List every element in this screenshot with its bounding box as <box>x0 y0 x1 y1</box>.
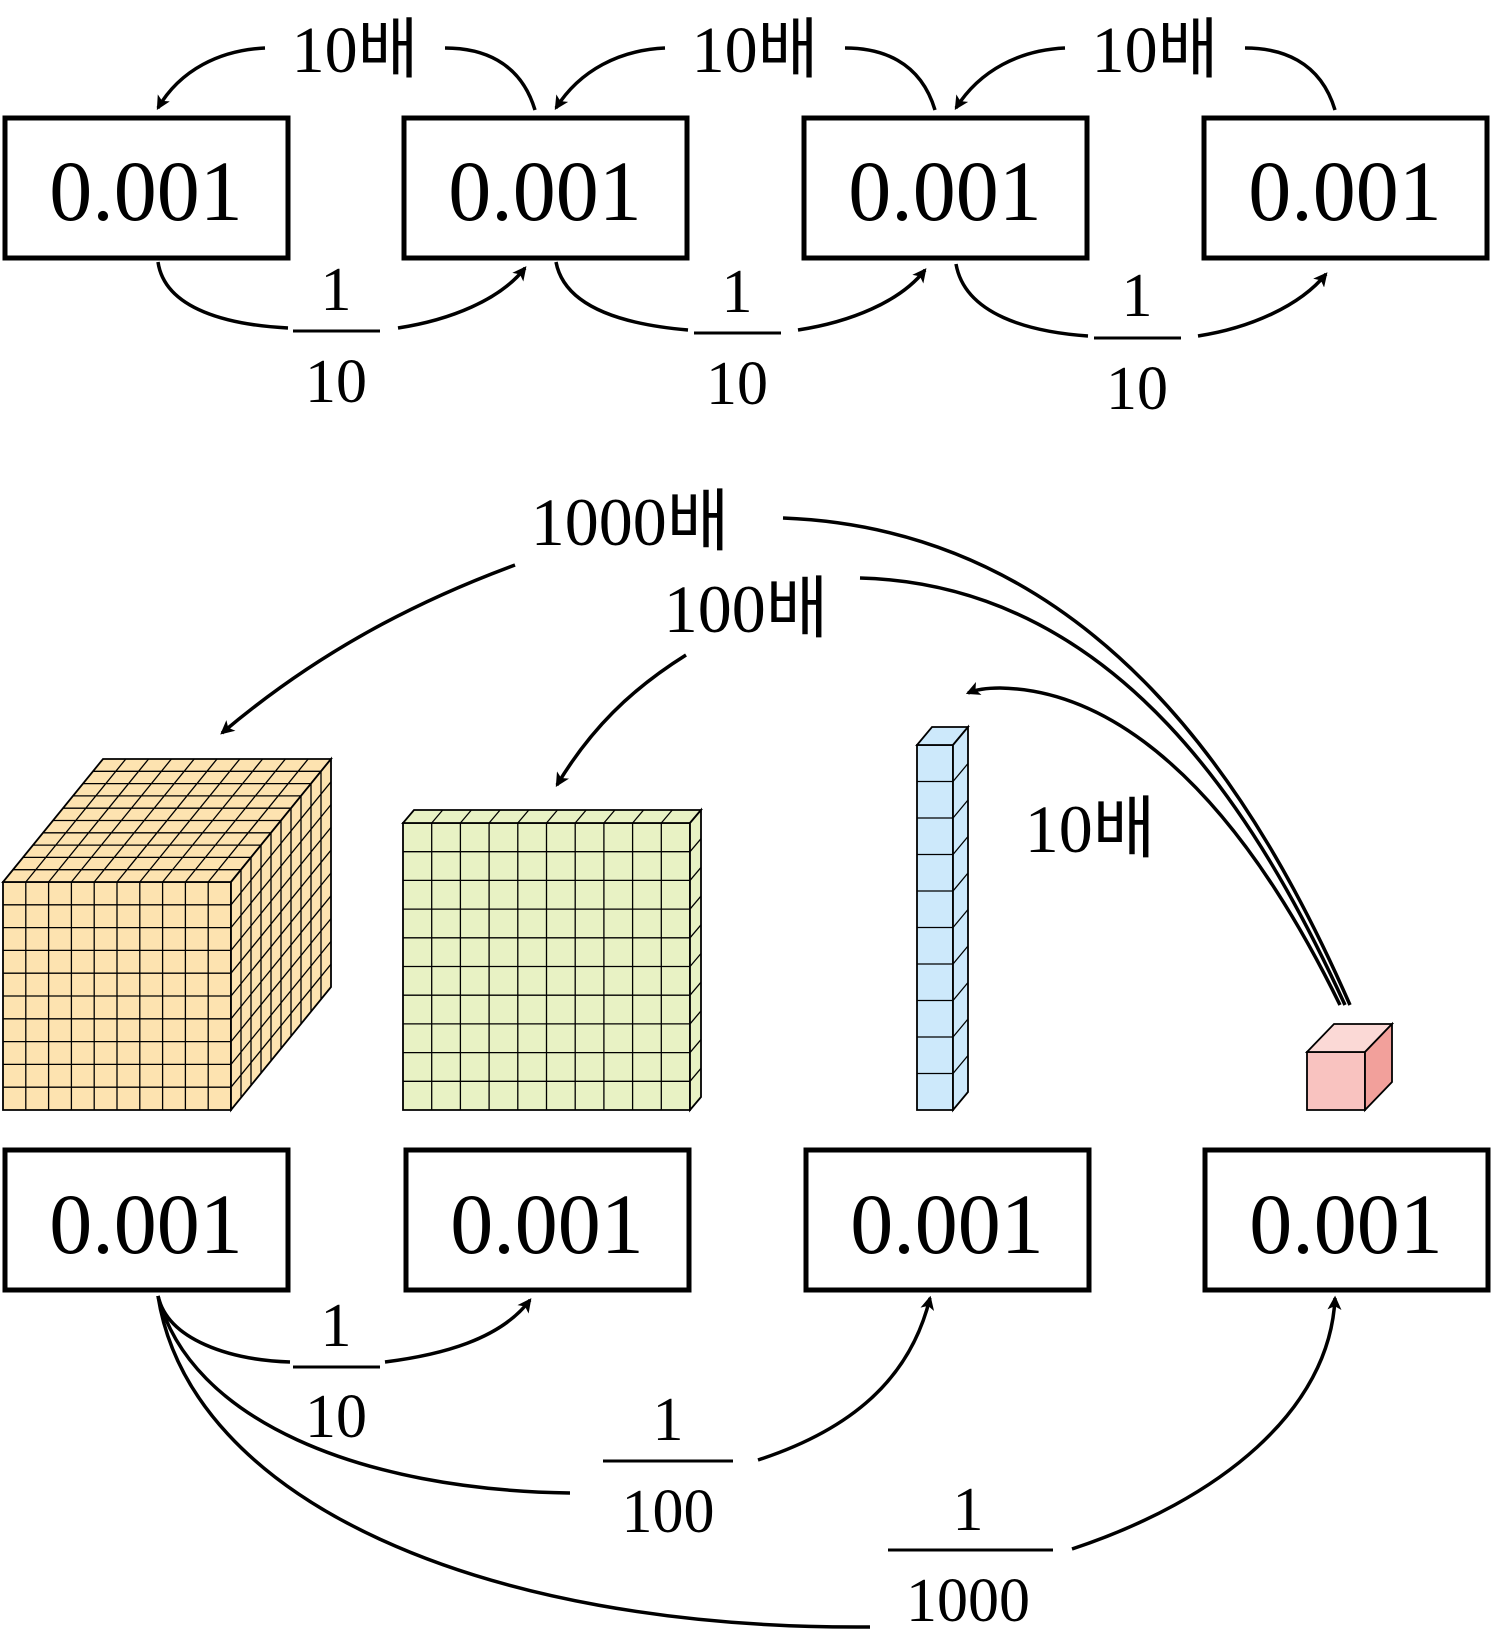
svg-text:1: 1 <box>1122 262 1153 330</box>
top-box-1: 0.001 <box>2 115 291 261</box>
bottom-box-1: 0.001 <box>2 1147 291 1293</box>
svg-text:1: 1 <box>321 1292 352 1360</box>
svg-text:1000: 1000 <box>906 1567 1030 1635</box>
bottom-box-4: 0.001 <box>1202 1147 1491 1293</box>
bottom-thousandth-label: 1 1000 <box>888 1476 1053 1635</box>
bottom-hundredth-arrow <box>156 1296 930 1495</box>
svg-text:1: 1 <box>321 256 352 324</box>
top-fraction-label-2: 1 10 <box>694 258 781 418</box>
bottom-box-3-value: 0.001 <box>850 1176 1044 1272</box>
hundred-times-arrow <box>557 576 1347 1006</box>
svg-text:1: 1 <box>953 1476 984 1544</box>
top-multiply-label-1: 10배 <box>292 14 419 87</box>
ten-times-label: 10배 <box>1025 791 1156 867</box>
top-fraction-arrow-2 <box>554 262 925 332</box>
svg-text:1: 1 <box>653 1386 684 1454</box>
svg-text:10: 10 <box>1106 355 1168 423</box>
top-box-1-value: 0.001 <box>49 143 243 239</box>
top-multiply-arrow-3 <box>956 46 1337 110</box>
top-fraction-arrow-3 <box>954 264 1326 338</box>
hundred-flat <box>401 807 703 1113</box>
bottom-box-4-value: 0.001 <box>1249 1176 1443 1272</box>
svg-text:10: 10 <box>706 350 768 418</box>
top-box-3-value: 0.001 <box>848 143 1042 239</box>
top-fraction-arrow-1 <box>156 262 525 330</box>
bottom-hundredth-label: 1 100 <box>603 1386 733 1546</box>
bottom-multiply-arrows: 1000배 100배 10배 <box>222 484 1352 1006</box>
top-multiply-label-3: 10배 <box>1092 14 1219 87</box>
svg-text:10: 10 <box>305 348 367 416</box>
top-box-4: 0.001 <box>1201 115 1490 261</box>
thousand-times-arrow <box>222 516 1352 1006</box>
top-box-3: 0.001 <box>801 115 1090 261</box>
bottom-thousandth-arrow <box>156 1296 1335 1629</box>
bottom-row: 0.001 0.001 0.001 0.001 1 10 1 100 <box>2 1147 1491 1635</box>
unit-cube <box>1304 1021 1395 1113</box>
ten-rod <box>915 724 970 1113</box>
svg-text:10: 10 <box>305 1383 367 1451</box>
hundred-times-label: 100배 <box>664 571 829 647</box>
svg-text:1: 1 <box>722 258 753 326</box>
top-box-2-value: 0.001 <box>448 143 642 239</box>
top-box-2: 0.001 <box>401 115 690 261</box>
top-multiply-label-2: 10배 <box>692 14 819 87</box>
bottom-box-2-value: 0.001 <box>450 1176 644 1272</box>
svg-text:100: 100 <box>622 1478 715 1546</box>
thousand-times-label: 1000배 <box>531 484 730 560</box>
thousand-cube <box>1 756 333 1113</box>
top-row: 0.001 0.001 0.001 0.001 10배 10배 10배 1 10 <box>2 14 1490 423</box>
top-fraction-label-3: 1 10 <box>1094 262 1181 423</box>
bottom-tenth-label: 1 10 <box>293 1292 380 1451</box>
top-box-4-value: 0.001 <box>1248 143 1442 239</box>
bottom-box-2: 0.001 <box>403 1147 692 1293</box>
top-fraction-label-1: 1 10 <box>293 256 380 416</box>
bottom-box-1-value: 0.001 <box>49 1176 243 1272</box>
top-multiply-arrow-1 <box>158 46 537 110</box>
bottom-box-3: 0.001 <box>803 1147 1092 1293</box>
base-ten-blocks <box>1 724 1395 1113</box>
top-multiply-arrow-2 <box>556 46 937 110</box>
ten-times-arrow <box>965 681 1342 1006</box>
